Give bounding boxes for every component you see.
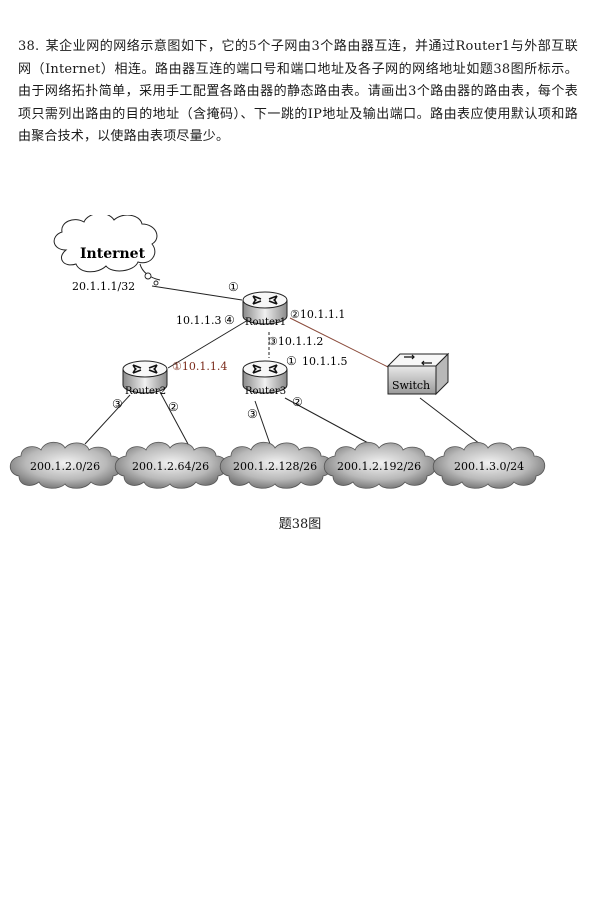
router2-port3-label: ③ <box>112 397 123 411</box>
router3-port1-address: 10.1.1.5 <box>302 355 347 368</box>
router2-label: Router2 <box>125 386 166 397</box>
subnet-label: 200.1.2.0/26 <box>30 460 100 473</box>
subnet-label: 200.1.2.192/26 <box>337 460 421 473</box>
subnet-cloud: 200.1.3.0/24 <box>432 441 546 489</box>
internet-cloud: Internet <box>53 215 161 286</box>
router1-port4-address: 10.1.1.3 <box>176 314 221 327</box>
router2-port2-label: ② <box>168 400 179 414</box>
subnet-label: 200.1.3.0/24 <box>454 460 524 473</box>
router3-port3-label: ③ <box>247 407 258 421</box>
router1-port3-label: ③10.1.1.2 <box>268 335 323 348</box>
router2: Router2 <box>122 360 168 397</box>
router3-port1-label: ① <box>286 354 297 368</box>
subnet-label: 200.1.2.128/26 <box>233 460 317 473</box>
subnet-cloud: 200.1.2.128/26 <box>219 441 333 489</box>
router1-port2-label: ②10.1.1.1 <box>290 308 345 321</box>
connection-lines <box>84 285 481 445</box>
router2-port1-label: ①10.1.1.4 <box>172 360 227 373</box>
subnet-cloud: 200.1.2.192/26 <box>323 441 437 489</box>
subnet-cloud: 200.1.2.64/26 <box>114 441 228 489</box>
router1-label: Router1 <box>245 317 286 328</box>
question-number: 38. <box>18 39 40 54</box>
router3-label: Router3 <box>245 386 286 397</box>
switch: Switch <box>386 352 450 396</box>
switch-label: Switch <box>392 379 430 392</box>
internet-address-label: 20.1.1.1/32 <box>72 280 135 293</box>
question-body: 某企业网的网络示意图如下，它的5个子网由3个路由器互连，并通过Router1与外… <box>18 39 578 144</box>
router1-port4-label: ④ <box>224 313 235 327</box>
router3-port2-label: ② <box>292 395 303 409</box>
router3: Router3 <box>242 360 288 397</box>
network-diagram: Internet 20.1.1.1/32 Router1 Router2 Rou… <box>9 215 546 489</box>
port-labels: ① ②10.1.1.1 ③10.1.1.2 ④ 10.1.1.3 ①10.1.1… <box>112 280 347 421</box>
router1-port1-label: ① <box>228 280 239 294</box>
router1: Router1 <box>242 291 288 328</box>
question-text: 38.某企业网的网络示意图如下，它的5个子网由3个路由器互连，并通过Router… <box>18 36 578 149</box>
internet-label: Internet <box>80 246 146 262</box>
figure-caption: 题38图 <box>278 517 322 532</box>
subnet-cloud: 200.1.2.0/26 <box>9 441 123 489</box>
subnet-label: 200.1.2.64/26 <box>132 460 209 473</box>
